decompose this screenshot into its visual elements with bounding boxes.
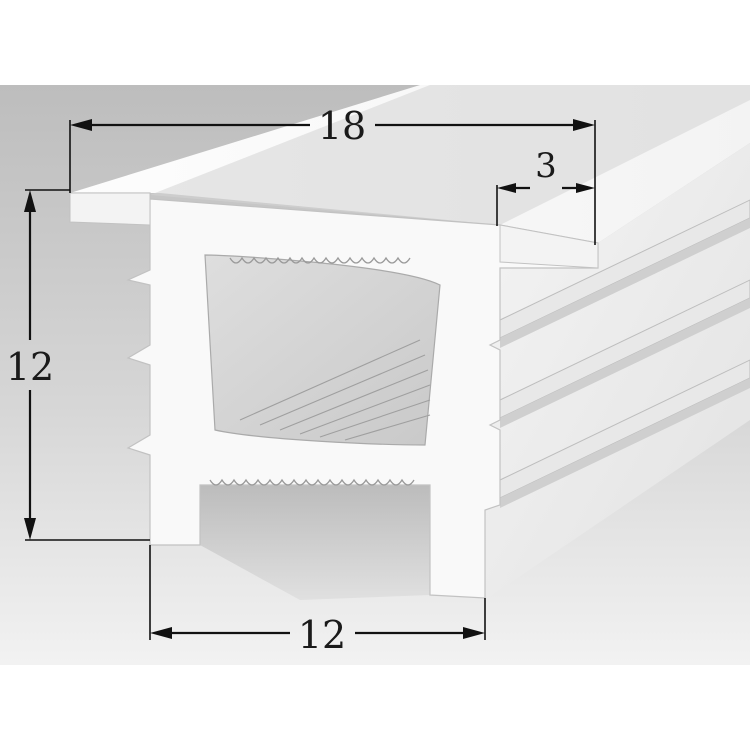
inner-cavity xyxy=(204,254,441,446)
dimension-flange-width: 3 xyxy=(496,146,595,226)
dimension-flange-width-label: 3 xyxy=(535,146,557,186)
dimension-top-width: 18 xyxy=(69,104,596,245)
dimension-base-width-label: 12 xyxy=(298,613,346,657)
channel-teeth xyxy=(209,478,415,486)
dimension-height: 12 xyxy=(6,189,150,541)
flange-edge xyxy=(69,192,151,226)
cavity-top-teeth xyxy=(229,256,411,264)
flange-edge-right xyxy=(499,224,599,269)
dimension-top-width-label: 18 xyxy=(318,104,366,148)
cavity-ridges xyxy=(239,339,431,441)
top-center-strip xyxy=(150,85,750,225)
dimension-height-label: 12 xyxy=(6,345,54,389)
dimension-base-width: 12 xyxy=(149,545,486,657)
base-channel xyxy=(200,485,430,600)
